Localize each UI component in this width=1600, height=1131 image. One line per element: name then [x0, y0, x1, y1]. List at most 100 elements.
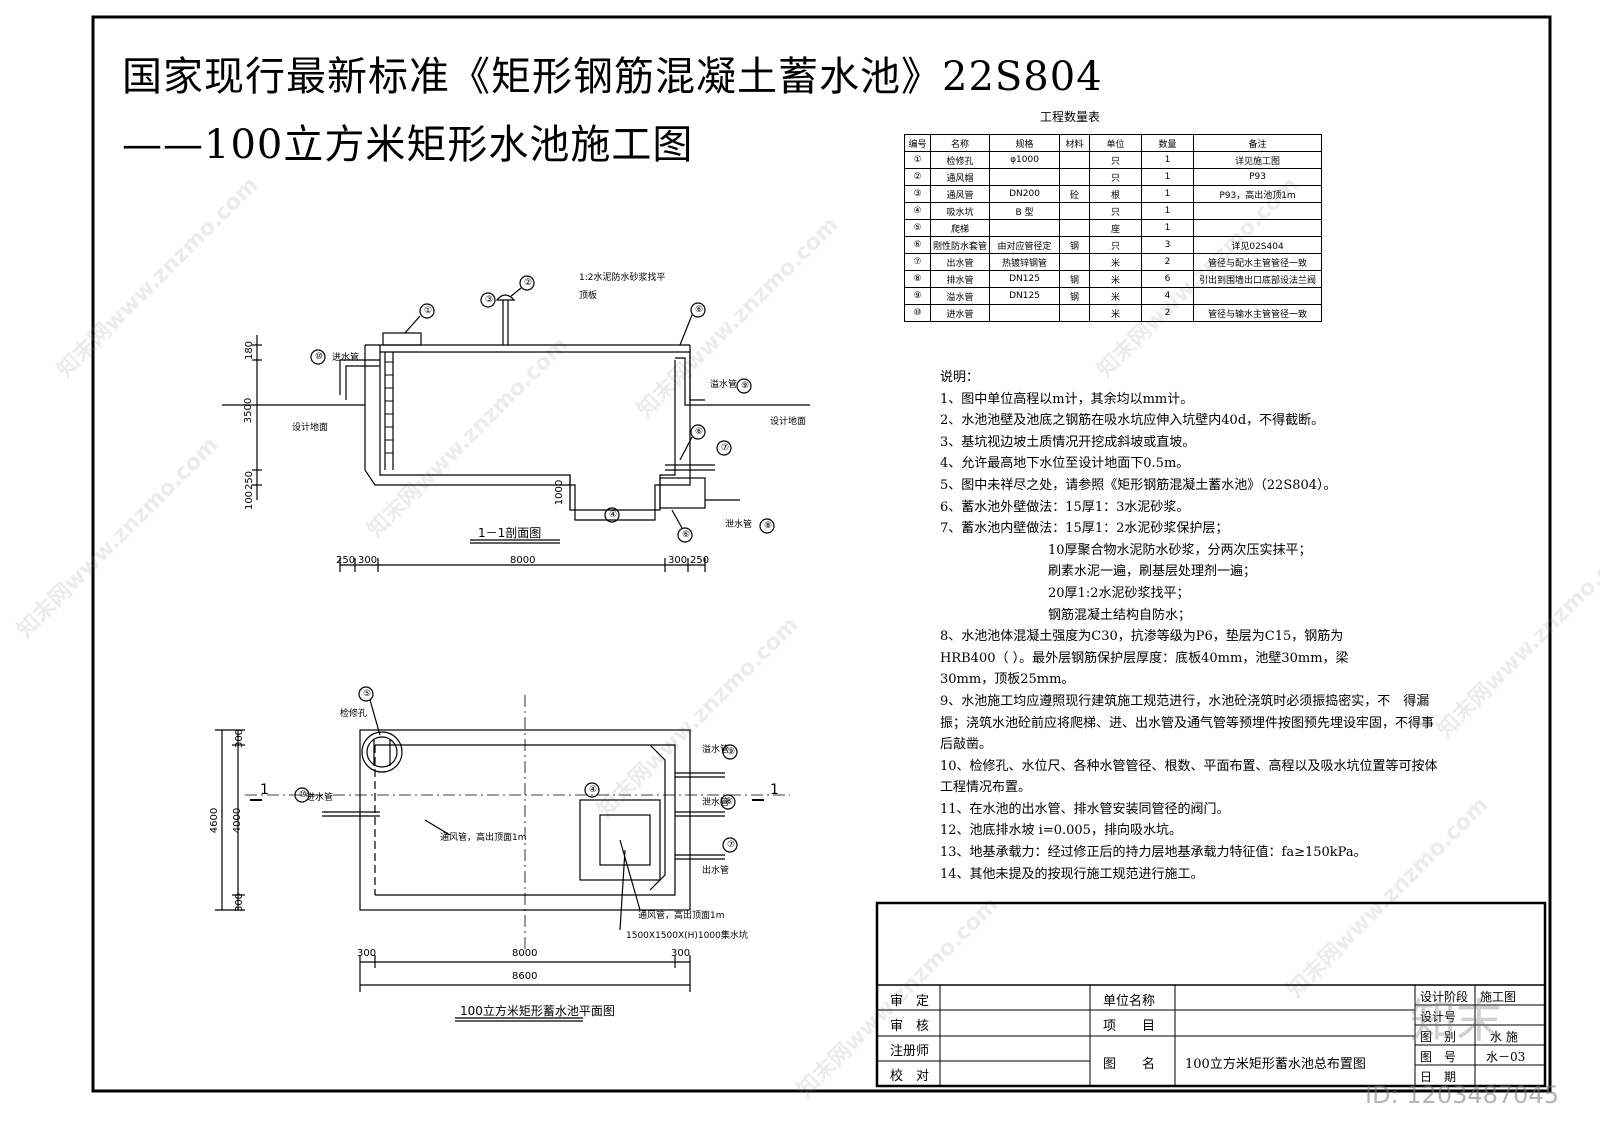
brand-watermark: 知末	[1410, 994, 1502, 1048]
note-line: 12、池底排水坡 i=0.005，排向吸水坑。	[940, 823, 1182, 839]
dim-h: 300	[671, 948, 691, 959]
dim-h: 8600	[512, 971, 538, 982]
marker: ⑦	[727, 840, 736, 850]
tb-stage-label: 设计阶段	[1420, 990, 1469, 1004]
marker: ⑧	[764, 521, 773, 531]
marker: ⑩	[299, 790, 308, 800]
plan-vent-label: 通风管，高出顶面1m	[440, 833, 527, 843]
tb-label: 校 对	[890, 1069, 930, 1084]
tb-label: 审 定	[890, 994, 930, 1009]
section-mark: 1	[260, 782, 269, 798]
note-line: 刷素水泥一遍，刷基层处理剂一遍；	[1048, 564, 1257, 580]
marker: ③	[485, 295, 494, 305]
tb-label: 注册师	[890, 1044, 930, 1059]
tb-category-label: 图 别	[1420, 1030, 1457, 1044]
tb-number-label: 图 号	[1420, 1050, 1457, 1064]
plan-caption: 100立方米矩形蓄水池平面图	[460, 1004, 615, 1018]
notes-block: 说明：1、图中单位高程以m计，其余均以mm计。2、水池池壁及池底之钢筋在吸水坑应…	[940, 367, 1438, 885]
main-title: 国家现行最新标准《矩形钢筋混凝土蓄水池》22S804	[122, 54, 1103, 100]
note-line: 后敲凿。	[940, 737, 993, 753]
note-line: 5、图中未祥尽之处，请参照《矩形钢筋混凝土蓄水池》（22S804）。	[940, 477, 1337, 493]
section-caption: 1－1剖面图	[478, 526, 542, 540]
note-line: 9、水池施工均应遵照现行建筑施工规范进行，水池砼浇筑时必须振捣密实，不 得漏	[940, 693, 1430, 709]
note-line: 13、地基承载力：经过修正后的持力层地基承载力特征值：fa≥150kPa。	[940, 845, 1367, 861]
note-line: 振；浇筑水池砼前应将爬梯、进、出水管及通气管等预埋件按图预先埋设牢固，不得事	[940, 715, 1435, 731]
tb-number: 水－03	[1486, 1050, 1526, 1064]
note-line: 工程情况布置。	[940, 780, 1032, 796]
marker: ⑩	[315, 352, 324, 362]
dim-h: 300	[357, 948, 377, 959]
tb-type-label: 设计号	[1420, 1010, 1457, 1024]
marker: ⑨	[727, 747, 736, 757]
table-cell: ⑩	[904, 304, 931, 322]
tb-unit-name: 单位名称	[1103, 994, 1156, 1009]
marker: ⑤	[363, 689, 372, 699]
dim-h: 250	[336, 555, 356, 566]
marker: ⑧	[725, 797, 734, 807]
note-line: 10、检修孔、水位尺、各种水管管径、根数、平面布置、高程以及吸水坑位置等可按体	[940, 758, 1438, 774]
tb-stage: 施工图	[1480, 990, 1517, 1004]
tb-drawing-name: 100立方米矩形蓄水池总布置图	[1185, 1057, 1366, 1072]
section-overflow-label: 溢水管	[710, 380, 738, 390]
marker: ⑨	[741, 381, 750, 391]
note-line: 3、基坑视边坡土质情况开挖成斜坡或直坡。	[940, 434, 1196, 450]
plan-manhole-label: 检修孔	[340, 709, 368, 719]
dim-h: 8000	[512, 948, 538, 959]
quantity-table-title: 工程数量表	[1040, 110, 1101, 124]
note-line: 4、允许最高地下水位至设计地面下0.5m。	[940, 456, 1190, 472]
tb-label: 审 核	[890, 1019, 930, 1034]
note-line: 10厚聚合物水泥防水砂浆，分两次压实抹平；	[1048, 542, 1312, 558]
marker: ⑦	[721, 443, 730, 453]
section-drain-label: 泄水管	[725, 520, 753, 530]
note-line: HRB400（ ）。最外层钢筋保护层厚度：底板40mm，池壁30mm，梁	[940, 650, 1349, 666]
plan-outlet-label: 出水管	[702, 866, 730, 876]
id-watermark: ID: 1203487045	[1365, 1081, 1559, 1109]
note-line: 8、水池池体混凝土强度为C30，抗渗等级为P6，垫层为C15，钢筋为	[940, 629, 1344, 645]
marker: ⑥	[695, 427, 704, 437]
section-inlet-label: 进水管	[332, 353, 360, 363]
note-line: 30mm，顶板25mm。	[940, 672, 1075, 688]
note-line: 11、在水池的出水管、排水管安装同管径的阀门。	[940, 801, 1230, 817]
plan-pit-label: 1500X1500X(H)1000集水坑	[626, 931, 748, 941]
section-ground-right: 设计地面	[770, 417, 807, 427]
dim-h: 250	[690, 555, 710, 566]
marker: ④	[589, 785, 598, 795]
note-line: 钢筋混凝土结构自防水；	[1048, 607, 1192, 623]
marker: ⑥	[682, 530, 691, 540]
note-line: 6、蓄水池外壁做法：15厚1：3水泥砂浆。	[940, 499, 1190, 515]
plan-vent-label-2: 通风管，高出顶面1m	[638, 911, 725, 921]
sub-title: ——100立方米矩形水池施工图	[122, 122, 694, 168]
note-line: 7、蓄水池内壁做法：15厚1：2水泥砂浆保护层；	[940, 521, 1229, 537]
note-line: 14、其他未提及的按现行施工规范进行施工。	[940, 866, 1204, 882]
table-cell: 管径与输水主管管径一致	[1193, 304, 1323, 322]
dim-h: 300	[358, 555, 378, 566]
note-line: 说明：	[940, 370, 980, 385]
section-ground-left: 设计地面	[292, 423, 329, 433]
table-cell: 2	[1141, 304, 1195, 322]
note-line: 20厚1:2水泥砂浆找平；	[1048, 585, 1190, 601]
note-line: 1、图中单位高程以m计，其余均以mm计。	[940, 391, 1194, 407]
dim-h: 300	[668, 555, 688, 566]
plan-overflow-label: 溢水管	[702, 745, 730, 755]
plan-drain-label: 泄水管	[702, 798, 730, 808]
section-note-mortar: 1:2水泥防水砂浆找平	[579, 273, 666, 283]
section-note-roof: 顶板	[579, 291, 598, 301]
tb-drawing-name-label: 图 名	[1103, 1057, 1156, 1072]
marker: ④	[609, 510, 618, 520]
table-cell: 进水管	[929, 304, 991, 322]
marker: ②	[524, 278, 533, 288]
marker: ①	[424, 306, 433, 316]
section-mark: 1	[770, 782, 779, 798]
